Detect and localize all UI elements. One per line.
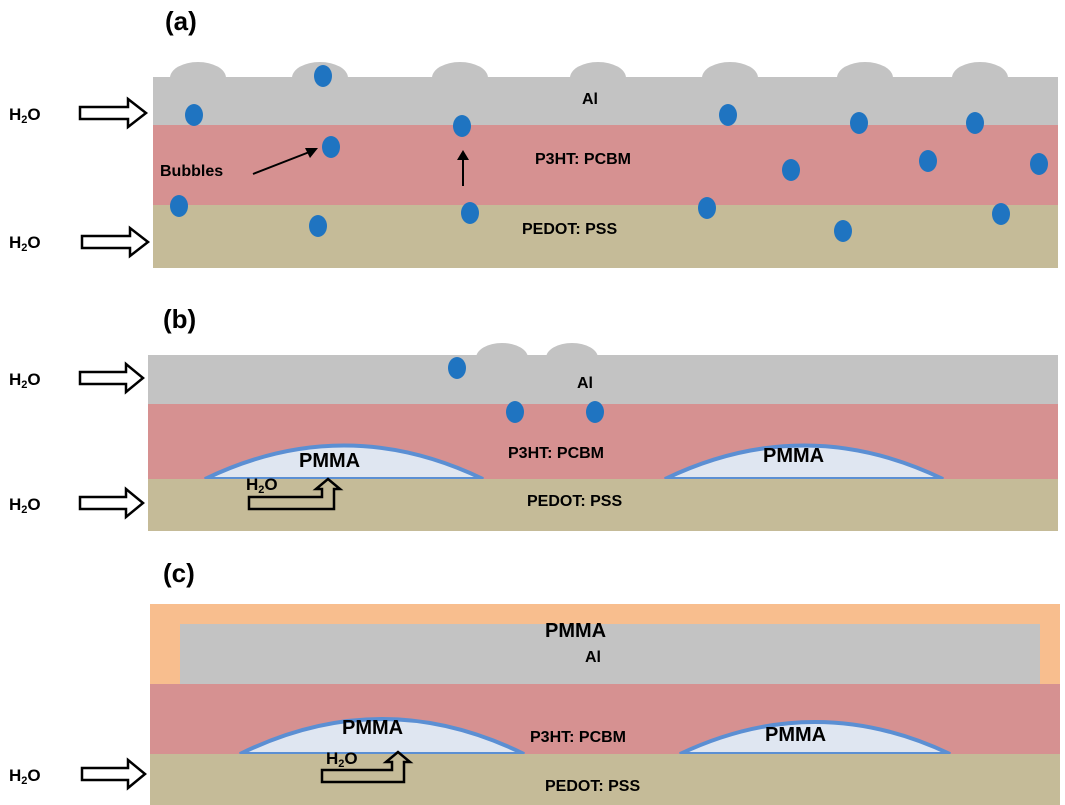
pmma-island-label: PMMA: [342, 717, 403, 739]
bubbles: [448, 357, 604, 423]
pmma-island: [679, 720, 951, 756]
water-path-arrow-icon: [320, 750, 414, 784]
pedot-label: PEDOT: PSS: [522, 221, 617, 238]
h2o-arrow-icon: [80, 225, 151, 259]
pmma-island: [239, 717, 525, 756]
h2o-arrow-icon: [78, 96, 149, 130]
al-label: Al: [582, 91, 598, 108]
panel-a: (a) Al P3HT: PCBM PEDOT: PSS: [9, 6, 1058, 268]
al-layer: [180, 624, 1040, 684]
active-layer-label: P3HT: PCBM: [530, 729, 626, 746]
active-layer-label: P3HT: PCBM: [535, 151, 631, 168]
h2o-arrow-icon: [80, 757, 147, 791]
al-label: Al: [585, 649, 601, 666]
h2o-label-bottom: H2O: [9, 233, 41, 254]
pedot-layer: [150, 754, 1060, 805]
water-path-arrow-icon: [247, 477, 344, 511]
pedot-label: PEDOT: PSS: [527, 493, 622, 510]
active-layer-label: P3HT: PCBM: [508, 445, 604, 462]
rise-arrow-head: [457, 150, 469, 160]
panel-a-label: (a): [165, 6, 197, 36]
pmma-island: [664, 443, 944, 481]
panel-b-label: (b): [163, 304, 196, 334]
inner-h2o-label: H2O: [326, 749, 358, 770]
pedot-layer: [148, 479, 1058, 531]
al-label: Al: [577, 375, 593, 392]
pmma-island-label: PMMA: [763, 445, 824, 467]
pmma-island-label: PMMA: [299, 450, 360, 472]
panel-b: (b) Al P3HT: PCBM PEDOT: PSS PMMA PMMA H…: [9, 304, 1058, 531]
h2o-label-top: H2O: [9, 105, 41, 126]
bubbles: [170, 65, 1048, 242]
al-layer: [148, 355, 1058, 404]
pmma-island-label: PMMA: [765, 724, 826, 746]
h2o-label-top: H2O: [9, 370, 41, 391]
panel-c: (c) PMMA Al P3HT: PCBM PEDOT: PSS PMMA P…: [9, 558, 1060, 805]
h2o-label-bottom: H2O: [9, 766, 41, 787]
pedot-layer: [153, 205, 1058, 268]
pedot-label: PEDOT: PSS: [545, 778, 640, 795]
bubbles-label: Bubbles: [160, 163, 223, 180]
bubbles-pointer-line: [252, 150, 313, 175]
inner-h2o-label: H2O: [246, 475, 278, 496]
h2o-label-bottom: H2O: [9, 495, 41, 516]
bubbles-pointer-head: [305, 148, 318, 158]
active-layer: [153, 125, 1058, 205]
h2o-arrow-icon: [78, 486, 145, 520]
al-layer: [153, 77, 1058, 125]
panel-c-label: (c): [163, 558, 195, 588]
pmma-island: [204, 443, 484, 481]
pmma-cap-label: PMMA: [545, 620, 606, 642]
h2o-arrow-icon: [78, 361, 145, 395]
